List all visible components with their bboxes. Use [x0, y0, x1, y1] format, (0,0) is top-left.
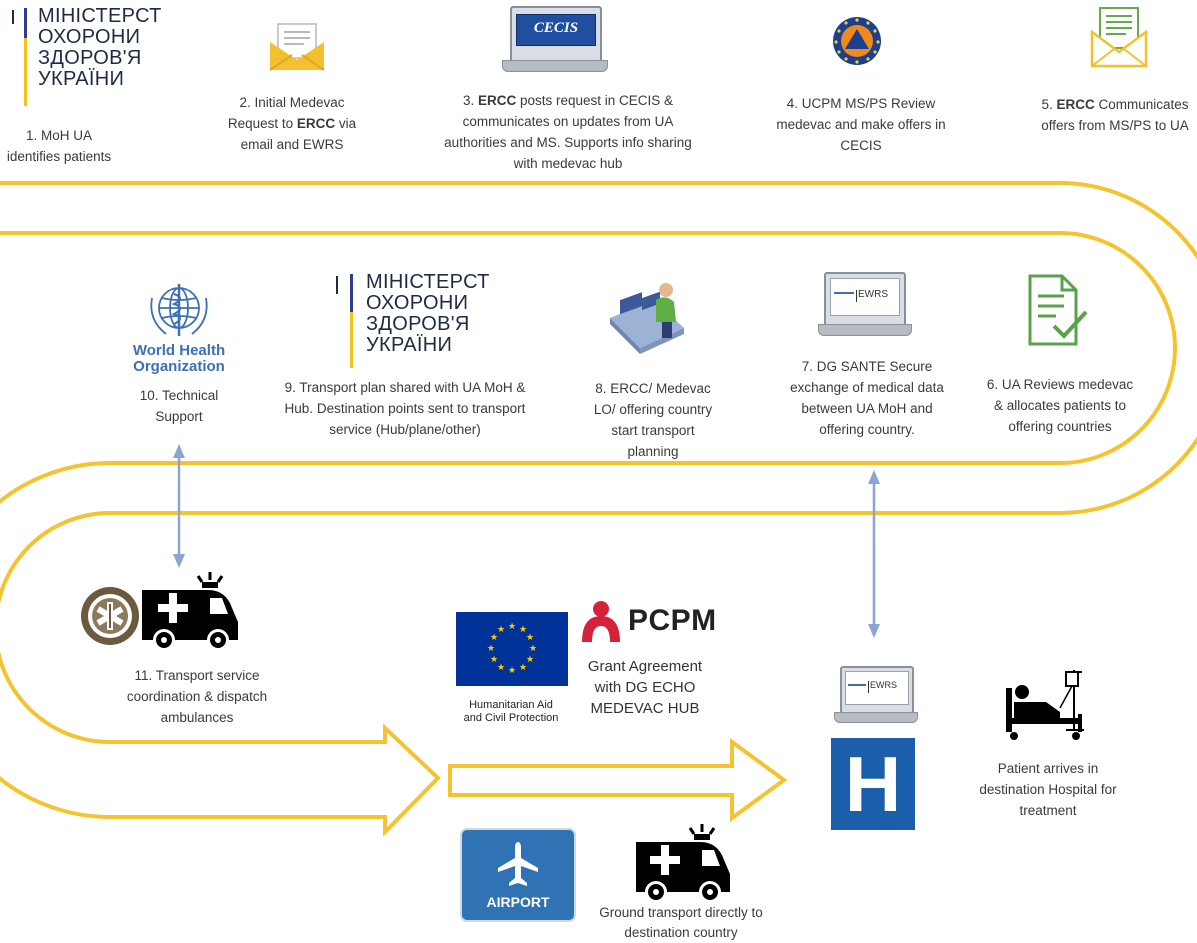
step-2-text-a: 2. Initial Medevac Request to [227, 95, 345, 131]
ministry-line-2: ОХОРОНИ [38, 26, 141, 48]
ministry-mid-line-1: МІНІСТЕРСТ [366, 271, 490, 293]
transport-planning-operator-icon [610, 283, 684, 354]
svg-text:★: ★ [490, 655, 498, 665]
step-9-label: 9. Transport plan shared with UA MoH & H… [284, 380, 526, 437]
svg-text:★: ★ [526, 655, 534, 665]
ministry-line-4: УКРАЇНИ [38, 68, 125, 90]
step-10-label: 10. Technical Support [139, 388, 219, 424]
eu-line-2: and Civil Protection [463, 712, 559, 724]
grant-agreement-label: Grant Agreement with DG ECHO MEDEVAC HUB [587, 658, 703, 717]
step-8-label: 8. ERCC/ Medevac LO/ offering country st… [593, 381, 713, 459]
airplane-icon [498, 842, 538, 886]
ucpm-emblem-icon [833, 17, 881, 65]
eu-echo-caption: Humanitarian Aid and Civil Protection [440, 699, 582, 725]
step-3-ercc: ERCC [477, 93, 517, 108]
ewrs-laptop-icon-hospital: EWRS [834, 666, 918, 728]
step-2-label: 2. Initial Medevac Request to ERCC via e… [222, 92, 362, 155]
email-envelope-icon [269, 23, 325, 71]
eu-flag-icon: ★★★ ★★★ ★★★ ★★★ [456, 612, 568, 686]
svg-text:★: ★ [508, 666, 516, 676]
hospital-letter: H [844, 740, 902, 828]
svg-text:★: ★ [529, 644, 537, 654]
who-wordmark: World Health Organization [126, 343, 232, 375]
step-3-text-a: 3. [462, 93, 478, 108]
svg-text:★: ★ [490, 633, 498, 643]
moh-ukraine-logo-top: МІНІСТЕРСТ ОХОРОНИ ЗДОРОВ'Я УКРАЇНИ [10, 4, 172, 106]
ministry-mid-line-4: УКРАЇНИ [366, 334, 453, 356]
svg-text:★: ★ [519, 625, 527, 635]
airport-label: AIRPORT [486, 894, 550, 910]
ambulance-icon-left [142, 572, 238, 651]
ground-transport-label: Ground transport directly to destination… [599, 905, 763, 940]
patient-arrives-label: Patient arrives in destination Hospital … [979, 761, 1117, 818]
step-6-label: 6. UA Reviews medevac & allocates patien… [986, 377, 1134, 434]
checklist-icon [1028, 274, 1088, 346]
moh-ukraine-logo-middle: МІНІСТЕРСТ ОХОРОНИ ЗДОРОВ'Я УКРАЇНИ [334, 270, 496, 370]
step-5-text-c: Communicates offers from MS/PS to UA [1041, 97, 1189, 133]
pcpm-logo-icon [582, 601, 620, 642]
who-emblem-icon [150, 284, 208, 336]
who-line-1: World Health [132, 342, 226, 359]
pcpm-wordmark: PCPM [628, 604, 717, 637]
offer-envelope-icon [1090, 7, 1148, 68]
eu-line-1: Humanitarian Aid [469, 699, 553, 711]
ministry-line-1: МІНІСТЕРСТ [38, 5, 162, 27]
step-1-label: 1. MoH UA identifies patients [6, 128, 112, 164]
svg-text:★: ★ [487, 644, 495, 654]
step-11-label: 11. Transport service coordination & dis… [126, 668, 268, 725]
step-7-label: 7. DG SANTE Secure exchange of medical d… [790, 359, 944, 437]
step-3-label: 3. ERCC posts request in CECIS & communi… [442, 90, 694, 174]
step-2-text-c: via email and EWRS [240, 116, 357, 152]
cecis-laptop-icon: CECIS [502, 6, 608, 74]
step-5-ercc: ERCC [1056, 97, 1095, 112]
ewrs-label-middle: EWRS [858, 289, 888, 300]
svg-text:★: ★ [497, 663, 505, 673]
step-5-text-a: 5. [1041, 97, 1057, 112]
cecis-label: CECIS [533, 20, 579, 36]
step-4-label: 4. UCPM MS/PS Review medevac and make of… [776, 96, 946, 153]
step-5-label: 5. ERCC Communicates offers from MS/PS t… [1030, 94, 1197, 136]
patient-bed-icon [1006, 670, 1084, 740]
step-3-text-c: posts request in CECIS & communicates on… [444, 93, 692, 171]
ewrs-label-hospital: EWRS [870, 680, 897, 690]
svg-text:★: ★ [526, 633, 534, 643]
medevac-service-emblem-icon [81, 587, 139, 645]
ambulance-icon-ground [636, 824, 730, 903]
step-2-ercc: ERCC [296, 116, 336, 131]
ministry-mid-line-3: ЗДОРОВ'Я [366, 313, 470, 335]
ministry-line-3: ЗДОРОВ'Я [38, 47, 142, 69]
who-line-2: Organization [133, 358, 225, 375]
hospital-sign-icon: H [831, 738, 915, 830]
airport-sign-icon: AIRPORT [460, 828, 576, 922]
ewrs-laptop-icon-middle: EWRS [818, 272, 912, 338]
svg-text:★: ★ [519, 663, 527, 673]
svg-text:★: ★ [508, 622, 516, 632]
ministry-mid-line-2: ОХОРОНИ [366, 292, 469, 314]
svg-text:★: ★ [497, 625, 505, 635]
